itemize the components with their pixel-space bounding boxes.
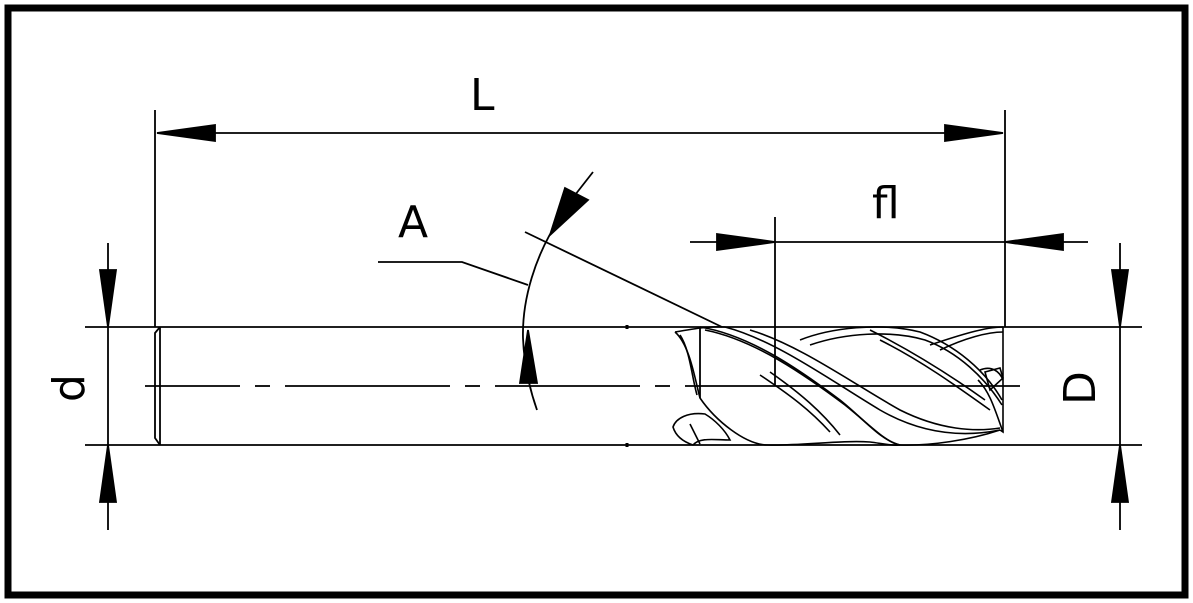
arrowhead	[156, 123, 216, 143]
arrowhead	[1110, 269, 1130, 328]
arrowhead	[1110, 444, 1130, 503]
dimension-D	[1110, 243, 1130, 530]
label-D: D	[1055, 371, 1106, 405]
arrowhead	[716, 232, 776, 252]
arrowhead	[944, 123, 1004, 143]
label-d: d	[44, 374, 95, 402]
dimension-d	[98, 243, 118, 530]
helix-7	[869, 329, 986, 401]
arrowhead	[548, 186, 590, 238]
helix-10	[939, 331, 1004, 351]
helix-3	[724, 326, 1001, 435]
helix-8	[879, 339, 991, 411]
helix-6	[809, 333, 1003, 406]
helix-5	[799, 326, 1003, 401]
arrowhead	[98, 269, 118, 328]
arrowhead	[518, 329, 539, 384]
label-A: A	[398, 197, 428, 248]
arrowhead	[1004, 232, 1064, 252]
label-fl: fl	[872, 178, 900, 229]
tool-body	[85, 325, 1142, 447]
dimension-A	[378, 171, 723, 411]
label-L: L	[470, 70, 495, 121]
angle-leader	[378, 261, 529, 286]
drawing-frame	[4, 4, 1189, 599]
helix-4	[749, 329, 1001, 431]
helix-2	[704, 329, 901, 446]
dimension-fl	[690, 217, 1088, 386]
dimension-L	[154, 110, 1006, 327]
arrowhead	[98, 444, 118, 503]
angle-arc	[522, 217, 561, 411]
flute-tooth-bottom	[672, 412, 732, 446]
flutes	[672, 325, 1004, 446]
helix-9	[929, 326, 1004, 346]
